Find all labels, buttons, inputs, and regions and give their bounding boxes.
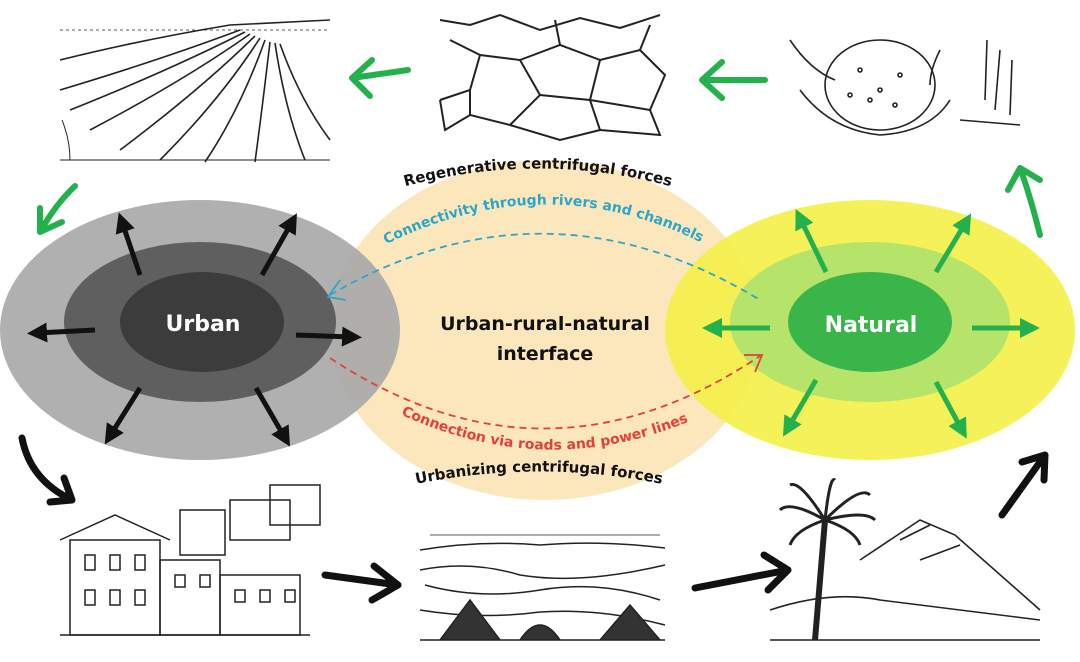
arrow-icon — [795, 208, 829, 274]
arrow-icon — [259, 213, 297, 277]
urban-label: Urban — [166, 312, 241, 337]
arrow-right-icon — [691, 551, 792, 594]
rivers-connection-line — [329, 232, 761, 301]
roads-connection-line — [329, 355, 761, 430]
interface-label-line2: interface — [497, 343, 594, 365]
rivers-arrowhead-icon — [326, 279, 347, 301]
sketch-cracked-soil — [439, 13, 667, 142]
arrow-icon — [782, 378, 819, 437]
sketch-valley-landscape — [419, 534, 666, 641]
arrow-left-icon — [699, 59, 768, 101]
arrow-up-icon — [1005, 165, 1043, 238]
regenerative-cycle-arrows — [37, 57, 1043, 238]
arrow-icon — [253, 386, 291, 447]
arrow-down-right-icon — [18, 434, 76, 506]
arrow-up-right-icon — [998, 451, 1049, 519]
sketch-palm-and-mountain — [769, 478, 1041, 641]
natural-zone — [665, 200, 1075, 460]
urban-radial-arrows — [27, 212, 362, 447]
arrow-icon — [933, 213, 972, 274]
arrow-right-icon — [321, 562, 402, 604]
arrow-icon — [933, 380, 967, 439]
urban-zone — [0, 200, 400, 460]
sketch-hillside-town — [59, 484, 321, 636]
urbanizing-cycle-arrows — [18, 434, 1049, 604]
natural-label: Natural — [825, 313, 918, 338]
arrow-icon — [27, 322, 96, 343]
interface-zone — [330, 160, 760, 500]
arrow-left-icon — [349, 57, 411, 99]
arrow-icon — [295, 326, 362, 347]
arrow-down-left-icon — [37, 183, 78, 235]
sketch-plowed-field — [59, 19, 331, 163]
natural-radial-arrows — [702, 208, 1040, 439]
arrow-icon — [104, 386, 143, 445]
sketch-soil-in-hands — [789, 39, 1021, 136]
roads-arrowhead-icon — [744, 354, 764, 373]
interface-label-line1: Urban-rural-natural — [440, 313, 650, 335]
arrow-icon — [115, 212, 143, 276]
